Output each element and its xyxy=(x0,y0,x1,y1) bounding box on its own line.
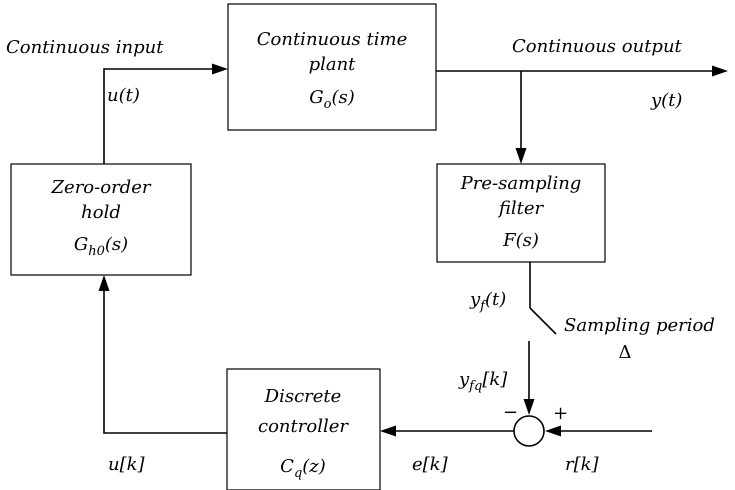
sampling-period-label: Sampling period xyxy=(564,315,715,336)
discrete-controller-block: Discrete controller Cq(z) xyxy=(226,368,381,490)
y-t-label: y(t) xyxy=(650,90,682,111)
zoh-to-plant-line xyxy=(103,68,214,164)
plant-title: Continuous time xyxy=(257,29,407,50)
zero-order-hold-block: Zero-order hold Gh0(s) xyxy=(10,163,192,276)
zoh-subtitle: hold xyxy=(81,202,121,223)
filter-input-arrowhead xyxy=(515,148,527,164)
controller-subtitle: controller xyxy=(258,416,349,437)
y-f-label: yf(t) xyxy=(469,289,506,314)
sampler-switch xyxy=(529,307,557,335)
controller-transfer-function: Cq(z) xyxy=(280,456,326,481)
r-k-label: r[k] xyxy=(565,454,600,475)
continuous-output-label: Continuous output xyxy=(512,36,683,57)
controller-title: Discrete xyxy=(264,386,342,407)
zoh-transfer-function: Gh0(s) xyxy=(74,234,128,259)
pre-sampling-filter-block: Pre-sampling filter F(s) xyxy=(436,163,606,263)
zoh-title: Zero-order xyxy=(51,177,152,198)
sum-minus-sign: − xyxy=(503,402,518,423)
filter-title: Pre-sampling xyxy=(460,173,582,194)
sum-plus-sign: + xyxy=(553,403,568,424)
output-arrowhead xyxy=(712,65,728,77)
continuous-input-label: Continuous input xyxy=(6,37,164,58)
sum-feedback-arrowhead xyxy=(523,399,535,415)
zoh-input-arrowhead xyxy=(98,275,110,291)
y-fq-label: yfq[k] xyxy=(458,369,508,394)
sampling-period-symbol: Δ xyxy=(619,342,632,363)
plant-input-arrowhead xyxy=(212,63,228,75)
u-k-label: u[k] xyxy=(108,454,146,475)
plant-transfer-function: Go(s) xyxy=(309,87,355,112)
plant-subtitle: plant xyxy=(309,54,357,75)
u-t-label: u(t) xyxy=(107,85,140,106)
controller-to-zoh-line xyxy=(103,291,227,434)
filter-transfer-function: F(s) xyxy=(502,230,539,251)
controller-input-arrowhead xyxy=(380,425,396,437)
sum-reference-arrowhead xyxy=(545,425,561,437)
plant-block: Continuous time plant Go(s) xyxy=(227,3,437,131)
summing-junction xyxy=(513,415,545,447)
e-k-label: e[k] xyxy=(412,454,449,475)
filter-subtitle: filter xyxy=(497,198,545,219)
